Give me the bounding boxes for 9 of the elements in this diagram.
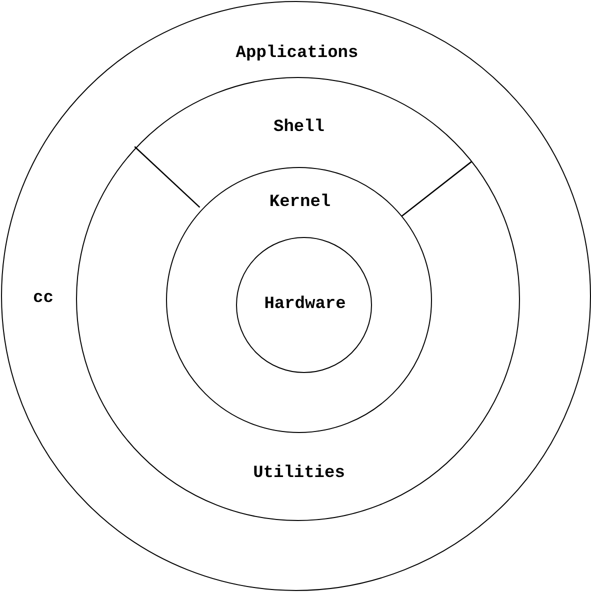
layer-label: Applications (236, 44, 358, 64)
layer-circle (76, 77, 520, 521)
program-label: cc (33, 289, 54, 309)
layer-circle (166, 167, 432, 433)
layer-circle (236, 237, 372, 373)
layer-label: Utilities (253, 464, 345, 484)
layer-label: Shell (274, 118, 324, 138)
layer-label: Hardware (264, 295, 346, 315)
layer-label: Kernel (269, 193, 331, 213)
